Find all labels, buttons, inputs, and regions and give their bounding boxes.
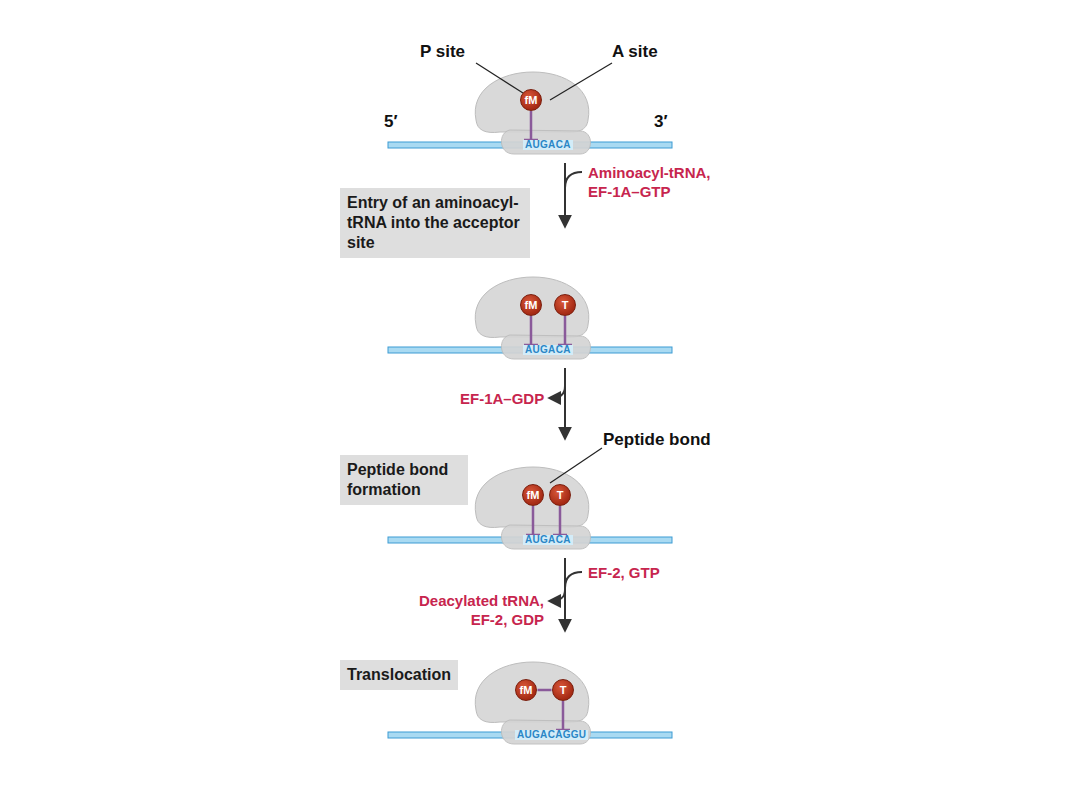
trna-circle: fM bbox=[522, 484, 544, 506]
trna-circle: T bbox=[552, 679, 574, 701]
trna-circle: fM bbox=[520, 89, 542, 111]
trna-circle: fM bbox=[520, 294, 542, 316]
step-box: Translocation bbox=[340, 660, 458, 690]
step-label: Translocation bbox=[347, 665, 451, 685]
reaction-arrows bbox=[550, 163, 582, 630]
part-label: A site bbox=[612, 42, 658, 62]
trna-label: T bbox=[562, 300, 569, 311]
peptide-link bbox=[538, 689, 552, 692]
stage-2 bbox=[388, 277, 672, 359]
codon-sequence: AUGACA bbox=[523, 140, 573, 150]
step-label: Peptide bond formation bbox=[347, 460, 461, 500]
trna-circle: fM bbox=[515, 679, 537, 701]
codon-sequence: AUGACA bbox=[523, 535, 573, 545]
trna-circle: T bbox=[549, 484, 571, 506]
leader-lines bbox=[476, 63, 612, 483]
trna-label: fM bbox=[525, 95, 538, 106]
reagent-label: EF-2, GTP bbox=[588, 563, 660, 582]
reagent-label: EF-1A–GDP bbox=[460, 389, 544, 408]
step-label: Entry of an aminoacyl-tRNA into the acce… bbox=[347, 193, 523, 253]
part-label: 3′ bbox=[654, 112, 668, 132]
trna-label: fM bbox=[525, 300, 538, 311]
trna-stems bbox=[524, 111, 572, 730]
reagent-label: Aminoacyl-tRNA, EF-1A–GTP bbox=[588, 163, 728, 201]
stage-1 bbox=[388, 72, 672, 154]
step-box: Entry of an aminoacyl-tRNA into the acce… bbox=[340, 188, 530, 258]
reagent-label: Deacylated tRNA, EF-2, GDP bbox=[394, 591, 544, 629]
part-label: Peptide bond bbox=[603, 430, 711, 450]
part-label: 5′ bbox=[384, 112, 398, 132]
step-box: Peptide bond formation bbox=[340, 455, 468, 505]
trna-label: fM bbox=[527, 490, 540, 501]
trna-label: fM bbox=[520, 685, 533, 696]
trna-circle: T bbox=[554, 294, 576, 316]
trna-label: T bbox=[560, 685, 567, 696]
codon-sequence: AUGACA bbox=[523, 345, 573, 355]
trna-label: T bbox=[557, 490, 564, 501]
codon-sequence: AUGACAGGU bbox=[515, 730, 588, 740]
part-label: P site bbox=[420, 42, 465, 62]
